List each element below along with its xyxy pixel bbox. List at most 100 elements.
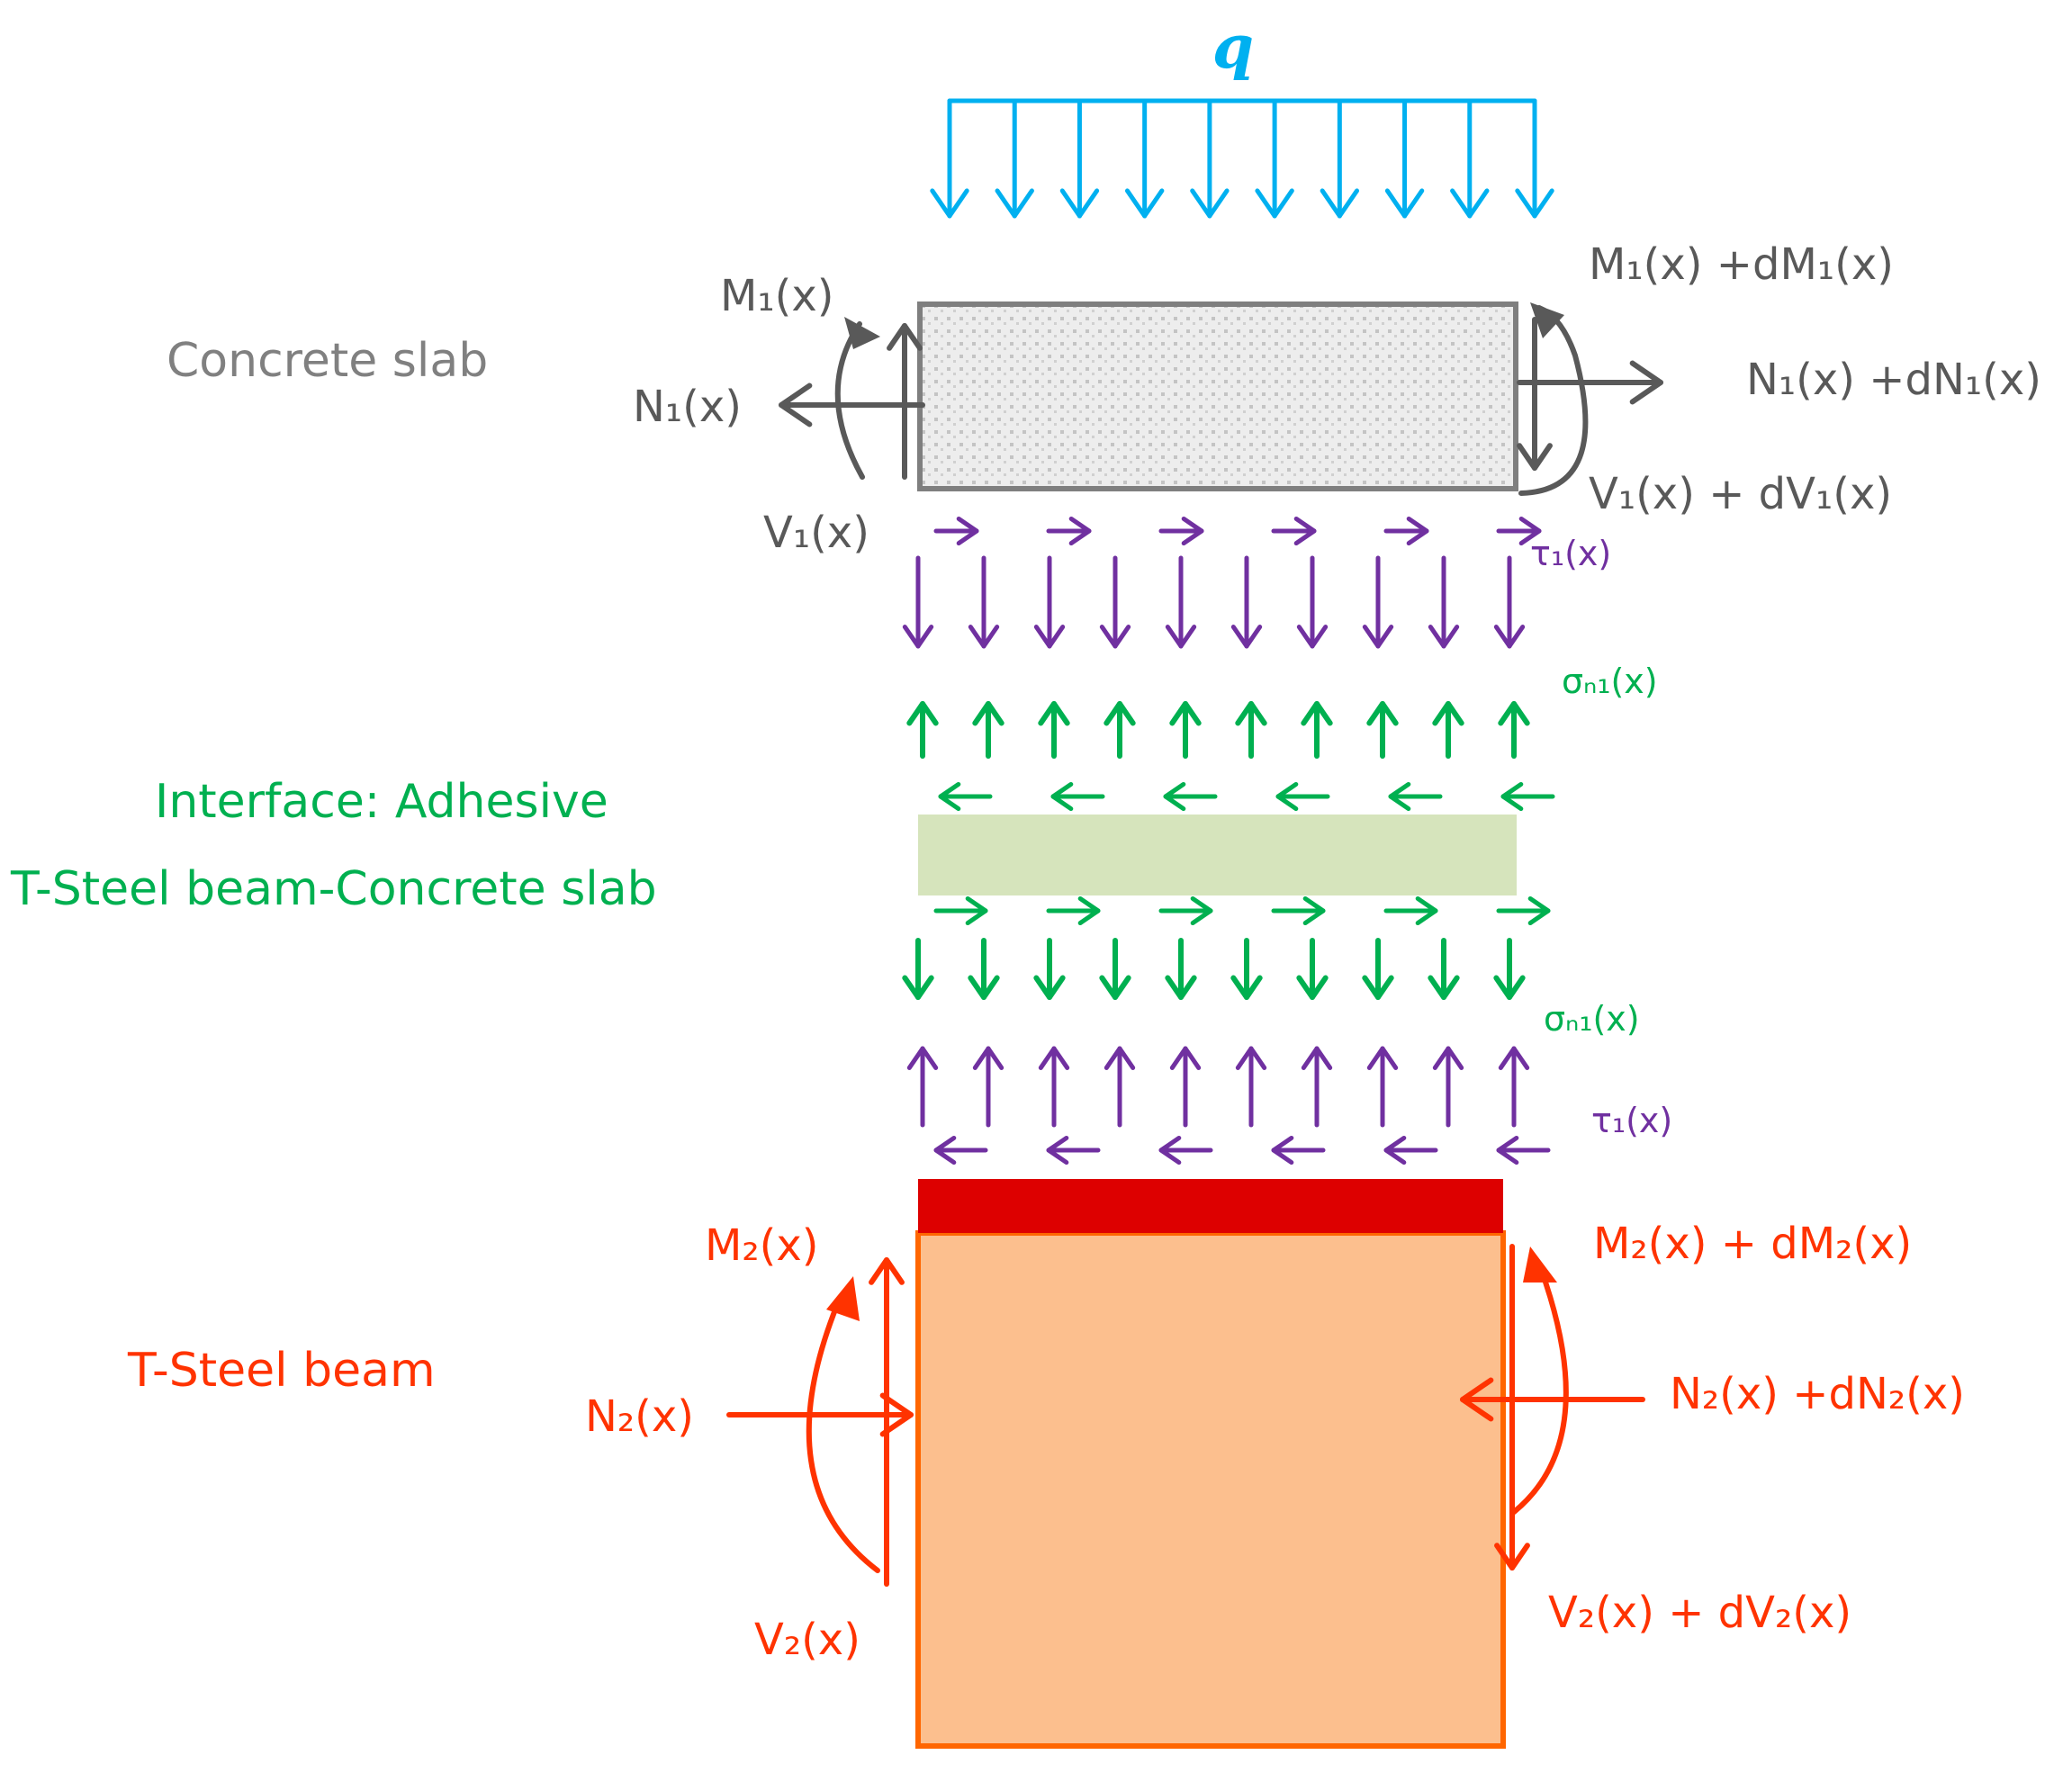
arrow-head (1046, 1135, 1069, 1166)
tau-right-arrow (1158, 896, 1213, 926)
sigma-top-arrow (1099, 555, 1131, 649)
sigma-bottom-arrow (906, 1046, 939, 1128)
arrow-head (1362, 625, 1394, 649)
arrow-head (1050, 781, 1074, 812)
sigma-top-arrow (1033, 555, 1066, 649)
tau-right-arrow (933, 896, 988, 926)
arrow-head (1104, 701, 1136, 726)
slab-right-shear-label: V₁(x) + dV₁(x) (1589, 469, 1892, 519)
steel-web (915, 1230, 1506, 1749)
steel-right-axial-arrow (1460, 1377, 1645, 1422)
arrow-head (1163, 781, 1186, 812)
sigma-up-arrow (1301, 701, 1333, 759)
arrow-head (906, 1046, 939, 1070)
arrow-head (968, 625, 1000, 649)
sigma-up-arrow (972, 701, 1004, 759)
sigma-bottom-arrow (1235, 1046, 1267, 1128)
sigma-down-arrow (968, 938, 1000, 1000)
arrow-head (933, 1135, 957, 1166)
sigma-bottom-arrow (1432, 1046, 1464, 1128)
arrow-head (779, 382, 813, 428)
load-arrow (995, 98, 1034, 219)
arrow-head (879, 1392, 914, 1437)
arrow-head (1428, 975, 1460, 1000)
arrow-head (902, 975, 934, 1000)
arrow-head (1362, 975, 1394, 1000)
load-arrow (1124, 98, 1165, 219)
sigma-down-arrow (1033, 938, 1066, 1000)
steel-left-shear-label: V₂(x) (754, 1615, 860, 1665)
arrow-head (1320, 188, 1360, 219)
tau-right-arrow (1383, 896, 1438, 926)
sigma-up-arrow (906, 701, 939, 759)
sigma-top-arrow (1296, 555, 1329, 649)
steel-left-moment-arrow (806, 1276, 880, 1573)
arrow-head (1104, 1046, 1136, 1070)
arrow-head (844, 317, 880, 349)
arc (834, 321, 865, 480)
sigma-bottom-label: σₙ₁(x) (1544, 999, 1640, 1039)
steel-left-axial-arrow (726, 1392, 914, 1437)
arrow-head (1235, 1046, 1267, 1070)
tau-left-arrow (1388, 781, 1443, 812)
arrow-head (1077, 896, 1101, 926)
steel-flange (918, 1179, 1503, 1233)
arrow-head (902, 625, 934, 649)
tau-bottom-arrow (933, 1135, 988, 1166)
sigma-up-arrow (1169, 701, 1202, 759)
steel-right-moment-label: M₂(x) + dM₂(x) (1593, 1219, 1912, 1269)
arrow-head (1293, 516, 1317, 546)
concrete-slab-label: Concrete slab (167, 334, 488, 388)
slab-left-forces (779, 317, 925, 480)
slab-right-axial-arrow (1517, 360, 1663, 405)
arrow-head (1230, 975, 1263, 1000)
arrow-head (1383, 1135, 1407, 1166)
steel-left-moment-label: M₂(x) (705, 1220, 819, 1271)
sigma-top-arrow (1362, 555, 1394, 649)
sigma-bottom-arrow (1169, 1046, 1202, 1128)
arrow-head (1302, 896, 1326, 926)
sigma-down-arrow (1165, 938, 1197, 1000)
arrow-head (1301, 701, 1333, 726)
load-arrow (930, 98, 969, 219)
upper-shear-stress-arrows (933, 516, 1542, 546)
arrow-head (972, 1046, 1004, 1070)
load-arrow (1515, 98, 1554, 219)
slab-right-moment-arrow (1518, 302, 1589, 496)
arrow-head (826, 1276, 860, 1321)
arrow-head (1496, 1135, 1519, 1166)
steel-left-axial-label: N₂(x) (585, 1391, 694, 1442)
arrow-head (1493, 625, 1526, 649)
arrow-head (1530, 302, 1564, 338)
sigma-top-label: σₙ₁(x) (1562, 662, 1658, 701)
arrow-head (1415, 896, 1438, 926)
adhesive-layer (918, 814, 1517, 896)
sigma-up-arrow (1038, 701, 1070, 759)
load-arrow (1384, 98, 1425, 219)
sigma-bottom-arrow (1104, 1046, 1136, 1128)
tau-left-arrow (1050, 781, 1105, 812)
arrow-head (968, 975, 1000, 1000)
adhesive-shear-stress-left-arrows (938, 781, 1555, 812)
arrow-head (1629, 360, 1663, 405)
arrow-head (1515, 188, 1554, 219)
tau-bottom-label: τ₁(x) (1591, 1101, 1672, 1140)
load-arrow (1320, 98, 1360, 219)
slab-left-shear-label: V₁(x) (763, 508, 869, 558)
steel-right-forces (1460, 1244, 1645, 1570)
sigma-top-arrow (902, 555, 934, 649)
slab-left-moment-arrow (834, 317, 880, 480)
upper-normal-stress-arrows (902, 555, 1526, 649)
sigma-up-arrow (1104, 701, 1136, 759)
lower-shear-stress-arrows (933, 1135, 1551, 1166)
tau-left-arrow (1500, 781, 1555, 812)
tau-bottom-arrow (1496, 1135, 1551, 1166)
sigma-down-arrow (1230, 938, 1263, 1000)
slab-right-moment-label: M₁(x) +dM₁(x) (1589, 239, 1894, 290)
arrow-head (1033, 975, 1066, 1000)
sigma-down-arrow (1428, 938, 1460, 1000)
sigma-top-arrow (968, 555, 1000, 649)
tau-bottom-arrow (1383, 1135, 1438, 1166)
arrow-head (995, 188, 1034, 219)
arrow-head (1450, 188, 1490, 219)
